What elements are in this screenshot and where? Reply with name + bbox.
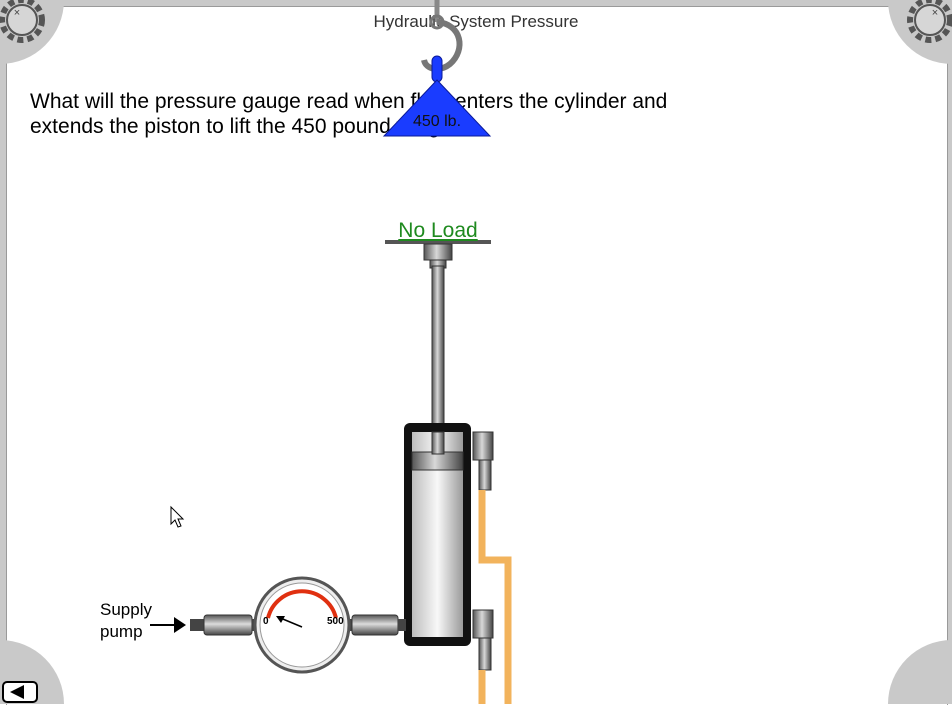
weight-icon [382,55,492,137]
question-line-2: extends the piston to lift the 450 pound… [30,115,469,138]
rod-cap [423,243,453,261]
lower-port [472,609,494,639]
question-text: What will the pressure gauge read when f… [30,89,810,139]
gauge-max-label: 500 [327,616,344,627]
hydraulic-cylinder [404,423,471,646]
back-arrow-icon [2,681,38,703]
gauge-min-label: 0 [263,616,269,627]
back-button[interactable] [2,681,38,703]
gauge-arc [266,589,338,619]
supply-pump-label: Supply pump [100,599,152,643]
close-button-right[interactable]: × [931,7,939,19]
fluid-line [478,490,512,704]
window-title: Hydraulic System Pressure [373,12,579,31]
supply-fitting [190,619,204,631]
no-load-button[interactable]: No Load [398,219,478,242]
hook-icon [421,0,463,72]
cylinder-pipe [351,614,399,636]
load-platform [385,240,491,244]
upper-port [472,431,494,461]
arrow-right-icon [150,617,186,633]
gear-icon [907,0,952,43]
supply-label-line-1: Supply [100,600,152,619]
supply-label-line-2: pump [100,622,143,641]
pressure-gauge [253,576,351,674]
gear-icon [0,0,45,43]
question-line-1: What will the pressure gauge read when f… [30,90,668,113]
supply-pipe [203,614,253,636]
weight-label: 450 lb. [412,113,462,130]
close-button-left[interactable]: × [13,7,21,19]
piston-head [411,451,464,471]
